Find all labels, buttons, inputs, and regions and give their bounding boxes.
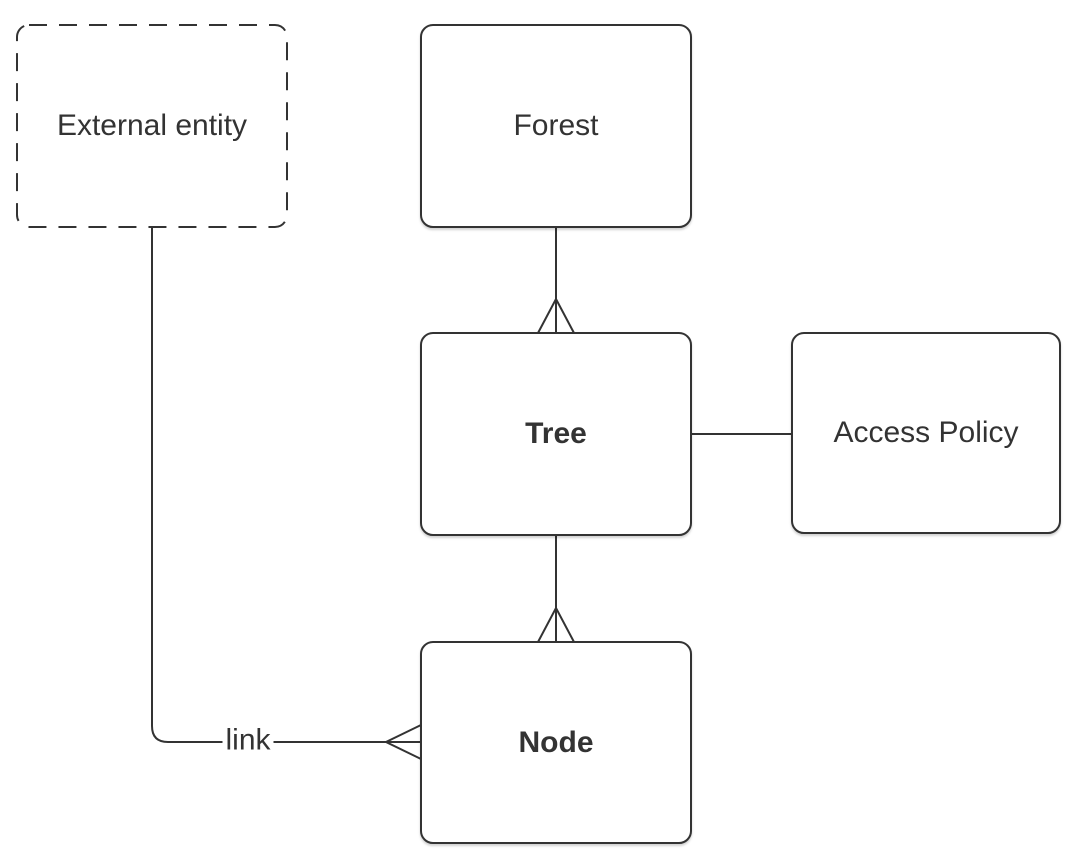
node-label: Node [518, 725, 594, 759]
tree-box-outline [420, 332, 692, 536]
forest-box-outline [420, 24, 692, 228]
crows-foot-many-marker [537, 605, 575, 643]
forest-label: Forest [513, 109, 599, 142]
node-box-outline [420, 641, 692, 844]
edge-external-entity-node [151, 227, 422, 760]
tree-label: Tree [525, 417, 587, 450]
access-policy-box-outline [791, 332, 1061, 534]
external-entity-label: External entity [56, 109, 248, 142]
crows-foot-many-marker [537, 296, 575, 334]
edge-label-link: link [222, 723, 274, 757]
crows-foot-many-marker [383, 724, 422, 760]
access-policy-label: Access Policy [833, 416, 1019, 449]
external-entity-box-outline [16, 24, 288, 228]
edge-tree-node [537, 535, 575, 643]
edge-forest-tree [537, 227, 575, 334]
